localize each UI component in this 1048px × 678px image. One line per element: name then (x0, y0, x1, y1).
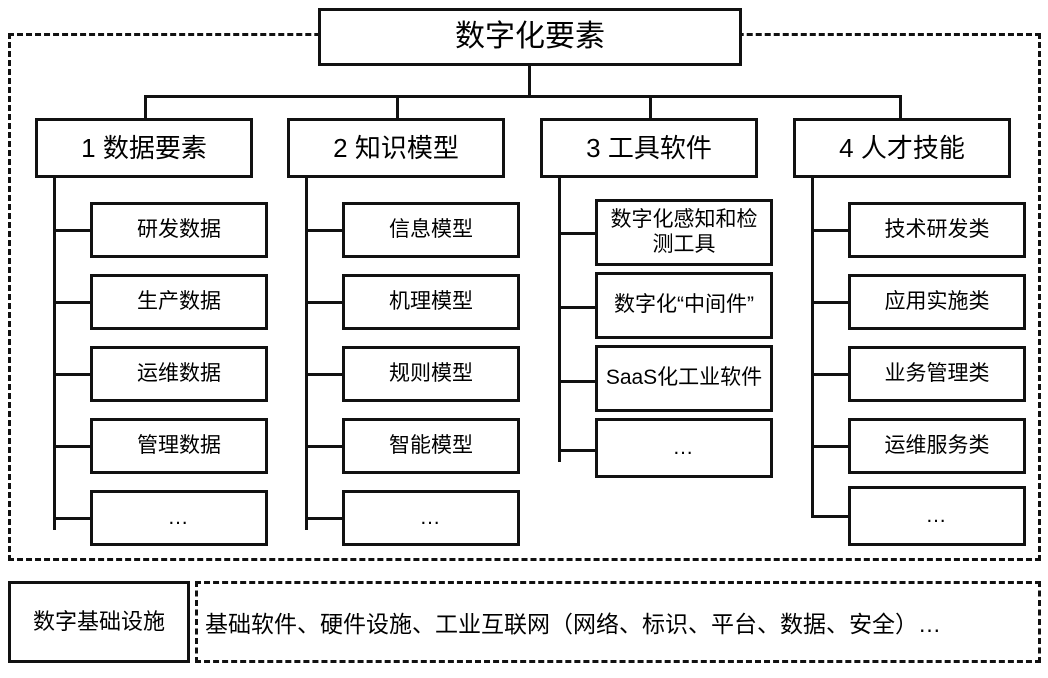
group-3-stub-2 (558, 306, 598, 309)
group-4-stub-2 (811, 301, 851, 304)
group-drop-connector-4 (899, 95, 902, 118)
leaf-node-label: … (419, 505, 443, 529)
group-3-stub-3 (558, 380, 598, 383)
leaf-node-more[interactable]: … (848, 486, 1026, 546)
group-1-spine (53, 178, 56, 530)
group-drop-connector-1 (144, 95, 147, 118)
group-node-tool-software[interactable]: 3 工具软件 (540, 118, 758, 178)
group-1-stub-2 (53, 301, 93, 304)
leaf-node-label: 应用实施类 (884, 289, 990, 313)
leaf-node[interactable]: 应用实施类 (848, 274, 1026, 330)
leaf-node-more[interactable]: … (342, 490, 520, 546)
leaf-node-more[interactable]: … (90, 490, 268, 546)
leaf-node-label: SaaS化工业软件 (605, 366, 763, 390)
group-node-talent-skills[interactable]: 4 人才技能 (793, 118, 1011, 178)
leaf-node-label: 管理数据 (137, 433, 221, 457)
root-node-label: 数字化要素 (455, 20, 605, 54)
leaf-node[interactable]: 业务管理类 (848, 346, 1026, 402)
leaf-node-label: 智能模型 (389, 433, 473, 457)
group-2-spine (305, 178, 308, 530)
leaf-node-label: … (925, 503, 949, 527)
group-3-stub-1 (558, 232, 598, 235)
group-node-label: 3 工具软件 (586, 132, 712, 163)
group-4-stub-1 (811, 229, 851, 232)
group-drop-connector-3 (649, 95, 652, 118)
group-4-stub-4 (811, 445, 851, 448)
infrastructure-dashed-region (195, 581, 1041, 663)
group-2-stub-2 (305, 301, 345, 304)
leaf-node-label: 运维数据 (137, 361, 221, 385)
root-node-digital-elements[interactable]: 数字化要素 (318, 8, 742, 66)
leaf-node[interactable]: 运维数据 (90, 346, 268, 402)
root-drop-connector (528, 66, 531, 97)
leaf-node[interactable]: 生产数据 (90, 274, 268, 330)
group-3-spine (558, 178, 561, 462)
group-1-stub-5 (53, 517, 93, 520)
leaf-node[interactable]: 信息模型 (342, 202, 520, 258)
leaf-node[interactable]: 技术研发类 (848, 202, 1026, 258)
group-4-stub-3 (811, 373, 851, 376)
group-node-knowledge-models[interactable]: 2 知识模型 (287, 118, 505, 178)
leaf-node[interactable]: 规则模型 (342, 346, 520, 402)
group-2-stub-3 (305, 373, 345, 376)
group-3-stub-4 (558, 449, 598, 452)
group-1-stub-1 (53, 229, 93, 232)
leaf-node[interactable]: 智能模型 (342, 418, 520, 474)
group-2-stub-4 (305, 445, 345, 448)
group-drop-connector-2 (396, 95, 399, 118)
leaf-node-label: 生产数据 (137, 289, 221, 313)
group-4-stub-5 (811, 515, 851, 518)
leaf-node-label: 规则模型 (389, 361, 473, 385)
leaf-node-label: 数字化“中间件” (614, 293, 754, 317)
group-node-label: 1 数据要素 (81, 132, 207, 163)
leaf-node-label: … (167, 505, 191, 529)
infrastructure-label: 数字基础设施 (32, 609, 165, 635)
group-1-stub-4 (53, 445, 93, 448)
leaf-node-label: 数字化感知和检测工具 (610, 207, 758, 256)
leaf-node[interactable]: 运维服务类 (848, 418, 1026, 474)
group-2-stub-1 (305, 229, 345, 232)
infrastructure-label-box[interactable]: 数字基础设施 (8, 581, 190, 663)
leaf-node-label: 机理模型 (389, 289, 473, 313)
infrastructure-description: 基础软件、硬件设施、工业互联网（网络、标识、平台、数据、安全）… (205, 611, 941, 637)
leaf-node-label: … (672, 435, 696, 459)
leaf-node[interactable]: SaaS化工业软件 (595, 345, 773, 412)
leaf-node-more[interactable]: … (595, 418, 773, 478)
group-node-label: 4 人才技能 (839, 132, 965, 163)
leaf-node[interactable]: 数字化感知和检测工具 (595, 199, 773, 266)
leaf-node-label: 技术研发类 (884, 217, 990, 241)
group-node-label: 2 知识模型 (333, 132, 459, 163)
leaf-node-label: 运维服务类 (884, 433, 990, 457)
leaf-node[interactable]: 机理模型 (342, 274, 520, 330)
group-2-stub-5 (305, 517, 345, 520)
leaf-node-label: 研发数据 (137, 217, 221, 241)
leaf-node[interactable]: 数字化“中间件” (595, 272, 773, 339)
leaf-node[interactable]: 管理数据 (90, 418, 268, 474)
leaf-node-label: 业务管理类 (884, 361, 990, 385)
group-1-stub-3 (53, 373, 93, 376)
group-bus-connector (144, 95, 902, 98)
leaf-node[interactable]: 研发数据 (90, 202, 268, 258)
group-4-spine (811, 178, 814, 518)
leaf-node-label: 信息模型 (389, 217, 473, 241)
group-node-data-elements[interactable]: 1 数据要素 (35, 118, 253, 178)
